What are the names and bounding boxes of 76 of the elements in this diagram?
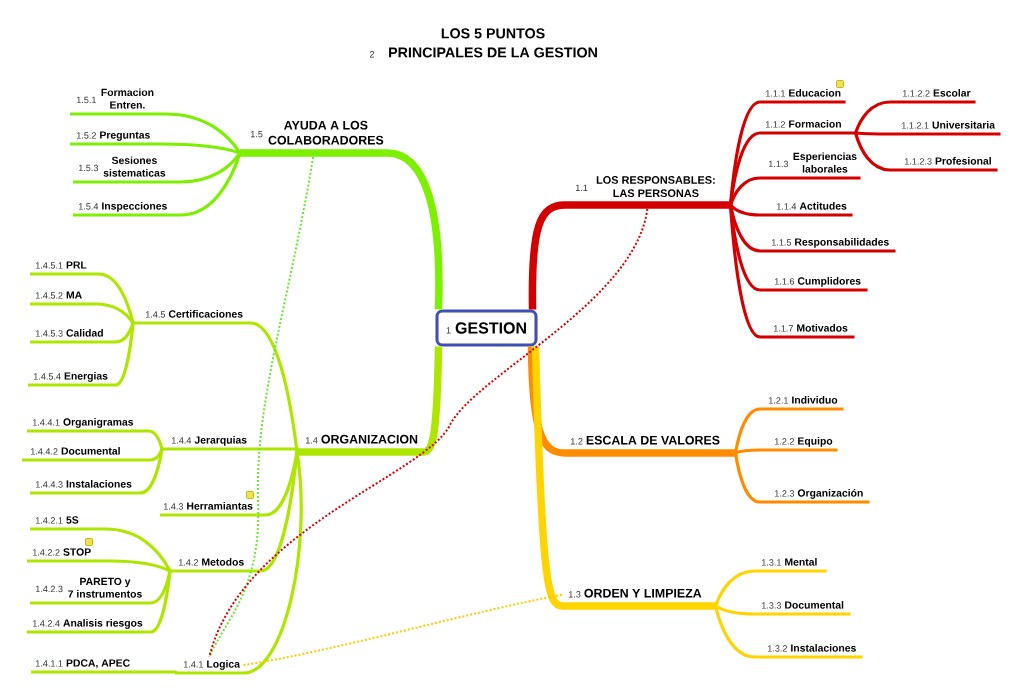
- branch-line: [728, 131, 856, 206]
- branch-line: [30, 448, 164, 495]
- branch-line: [733, 407, 844, 454]
- branch-topic: 1.4.4 Jerarquias: [171, 436, 247, 446]
- branch-line: [729, 203, 853, 217]
- branch-line: [729, 176, 861, 206]
- branch-line: [27, 429, 164, 450]
- branch-topic: 1.2.1 Individuo: [768, 396, 838, 404]
- branch-topic: 1.4 ORGANIZACION: [305, 434, 418, 444]
- branch-line: [73, 152, 242, 217]
- branch-topic: 1.3 ORDEN Y LIMPIEZA: [568, 588, 702, 598]
- branch-topic: 1.1.4 Actitudes: [776, 202, 847, 210]
- relationship-line: [208, 152, 315, 659]
- branch-topic: 1.3.3 Documental: [761, 601, 844, 609]
- branch-line: [733, 452, 870, 504]
- branch-topic: 1.3.2 Instalaciones: [767, 644, 856, 652]
- topic-number: 2: [369, 51, 375, 58]
- branch-topic: 1.4.5.1 PRL: [35, 261, 87, 269]
- branch-line: [22, 448, 164, 462]
- branch-topic: 1.5.2 Preguntas: [76, 131, 150, 141]
- branch-topic: 1.5.1 Formacion Entren.: [76, 88, 154, 109]
- branch-line: [170, 451, 299, 573]
- branch-topic: 1.1.3 Esperiencias laborales: [768, 152, 857, 173]
- branch-line: [162, 447, 300, 453]
- branch-line: [714, 569, 827, 607]
- central-topic-box: 1 GESTION: [435, 309, 538, 347]
- branch-topic: 1.4.5.2 MA: [35, 291, 82, 299]
- branch-topic: 1.1 LOS RESPONSABLES: LAS PERSONAS: [575, 176, 715, 198]
- branch-topic: 1.1.5 Responsabilidades: [771, 238, 889, 248]
- branch-topic: 1.1.6 Cumplidores: [774, 277, 861, 287]
- branch-topic: 1.2.2 Equipo: [774, 437, 833, 447]
- branch-topic: 1.1.2.1 Universitaria: [901, 121, 996, 129]
- relationship-line: [208, 204, 649, 659]
- branch-topic: 1.4.1 Logica: [183, 660, 241, 670]
- branch-line: [28, 322, 135, 387]
- branch-topic: 1.4.2.2 STOP: [32, 548, 91, 556]
- branch-topic: 1.1.1 Educacion: [765, 89, 841, 97]
- branch-line: [714, 604, 851, 616]
- branch-topic: 1.5.3 Sesiones sistematicas: [78, 156, 166, 177]
- branch-line: [31, 670, 178, 675]
- branch-topic: 1.1.2.2 Escolar: [902, 89, 971, 97]
- branch-line: [70, 112, 242, 154]
- branch-line: [854, 100, 976, 134]
- branch-topic: 1.5 AYUDA A LOS COLABORADORES: [250, 120, 384, 145]
- branch-topic: 1.4.4.2 Documental: [30, 447, 120, 455]
- branch-topic: 1.4.1.1 PDCA, APEC: [35, 659, 130, 669]
- branch-line: [27, 570, 172, 634]
- branch-topic: 1.4.2.1 5S: [35, 516, 79, 524]
- branch-line: [27, 559, 171, 573]
- branch-topic: 1.1.2.3 Profesional: [904, 157, 991, 165]
- branch-topic: 1.1.7 Motivados: [773, 324, 848, 332]
- branch-topic: 1.4.4.3 Instalaciones: [35, 480, 132, 488]
- branch-line: [855, 131, 1001, 136]
- branch-topic: 1.4.5.3 Calidad: [35, 329, 103, 337]
- branch-topic: 1.2 ESCALA DE VALORES: [570, 435, 720, 445]
- branch-topic: 1.4.5 Certificaciones: [145, 310, 243, 318]
- branch-line: [735, 448, 838, 455]
- branch-topic: 1.4.3 Herramiantas: [163, 502, 253, 510]
- branch-line: [30, 272, 135, 324]
- branch-topic: 1.4.2.3 PARETO y 7 instrumentos: [35, 577, 142, 598]
- branch-topic: 1.5.4 Inspecciones: [78, 202, 167, 212]
- branch-topic: 1.2.3 Organización: [774, 488, 863, 499]
- branch-line: [30, 527, 172, 572]
- branch-line: [854, 132, 998, 172]
- title: LOS 5 PUNTOS PRINCIPALES DE LA GESTION: [389, 28, 597, 58]
- branch-topic: 1.1.2 Formacion: [765, 120, 841, 128]
- branch-topic: 1.4.5.4 Energias: [33, 372, 108, 382]
- branch-topic: 1.3.1 Mental: [761, 558, 817, 566]
- branch-line: [175, 451, 303, 675]
- branch-line: [70, 142, 241, 155]
- branch-topic: 1.4.2.4 Analisis riesgos: [32, 619, 143, 629]
- branch-topic: 1.4.4.1 Organigramas: [32, 418, 134, 428]
- relationship-line: [242, 593, 564, 667]
- branch-line: [30, 302, 135, 324]
- branch-line: [714, 605, 863, 659]
- branch-topic: 1.4.2 Metodos: [178, 558, 244, 566]
